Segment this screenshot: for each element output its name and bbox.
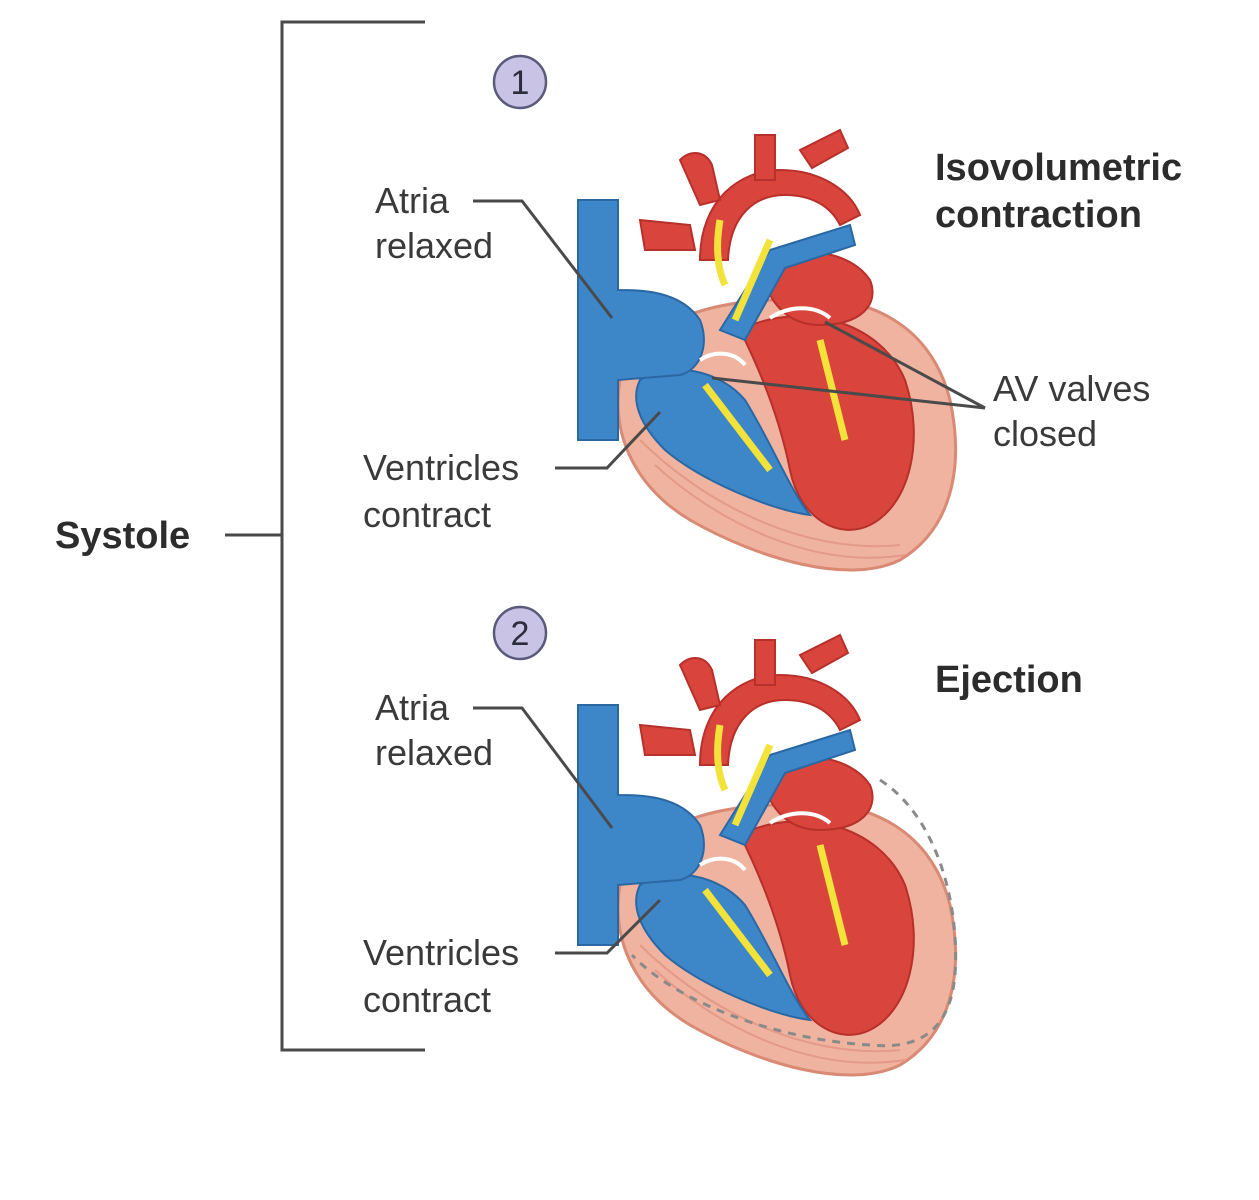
panel-1-isovolumetric-contraction: 1 Isovolumetric contraction Atria relaxe… [363, 54, 1182, 570]
ventricles-label-1-line-2: contract [363, 494, 491, 535]
ventricles-label-1-line-1: Ventricles [363, 447, 519, 488]
atria-leader-1 [473, 199, 614, 319]
atria-leader-2 [473, 706, 614, 829]
step-1-number: 1 [511, 64, 530, 102]
panel-2-ejection: 2 Ejection Atria relaxed Ventricles cont… [363, 605, 1083, 1075]
relaxed-outline-dashed [630, 778, 958, 1048]
step-2-badge [492, 605, 548, 661]
systole-label: Systole [55, 515, 190, 557]
heart-illustration-1 [578, 130, 956, 570]
step-1-badge [492, 54, 548, 110]
ventricles-label-2-line-1: Ventricles [363, 932, 519, 973]
systole-bracket [280, 20, 425, 1052]
av-valves-leader-upper [824, 320, 986, 410]
ventricles-leader-2 [555, 898, 662, 955]
atria-label-1-line-1: Atria [375, 180, 450, 221]
atria-label-2-line-1: Atria [375, 687, 450, 728]
atria-label-1-line-2: relaxed [375, 225, 493, 266]
atria-label-2-line-2: relaxed [375, 732, 493, 773]
av-valves-label-line-1: AV valves [993, 368, 1150, 409]
panel-2-title: Ejection [935, 659, 1083, 701]
step-2-number: 2 [511, 615, 530, 653]
panel-1-title-line-2: contraction [935, 194, 1142, 236]
av-valves-leader-lower [711, 376, 986, 410]
ventricles-label-2-line-2: contract [363, 979, 491, 1020]
heart-illustration-2 [578, 635, 956, 1075]
panel-1-title-line-1: Isovolumetric [935, 147, 1182, 189]
av-valves-label-line-2: closed [993, 413, 1097, 454]
ventricles-leader-1 [555, 410, 662, 470]
